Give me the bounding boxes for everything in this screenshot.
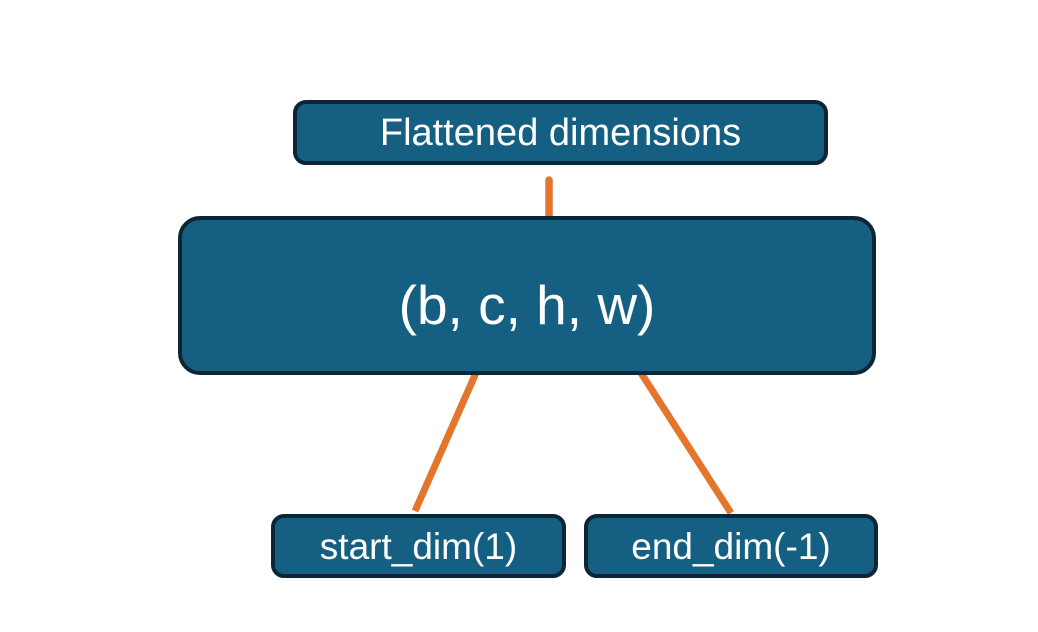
flattened-dimensions-label: Flattened dimensions [379, 111, 742, 154]
end-dim-label: end_dim(-1) [631, 525, 831, 567]
tensor-shape-label: (b, c, h, w) [398, 274, 656, 336]
start-dim-box: start_dim(1) [271, 514, 566, 578]
flattened-dimensions-box: Flattened dimensions [293, 100, 828, 165]
tensor-shape-box: (b, c, h, w) [178, 216, 876, 375]
start-dim-label: start_dim(1) [319, 525, 518, 567]
end-dim-box: end_dim(-1) [584, 514, 878, 578]
